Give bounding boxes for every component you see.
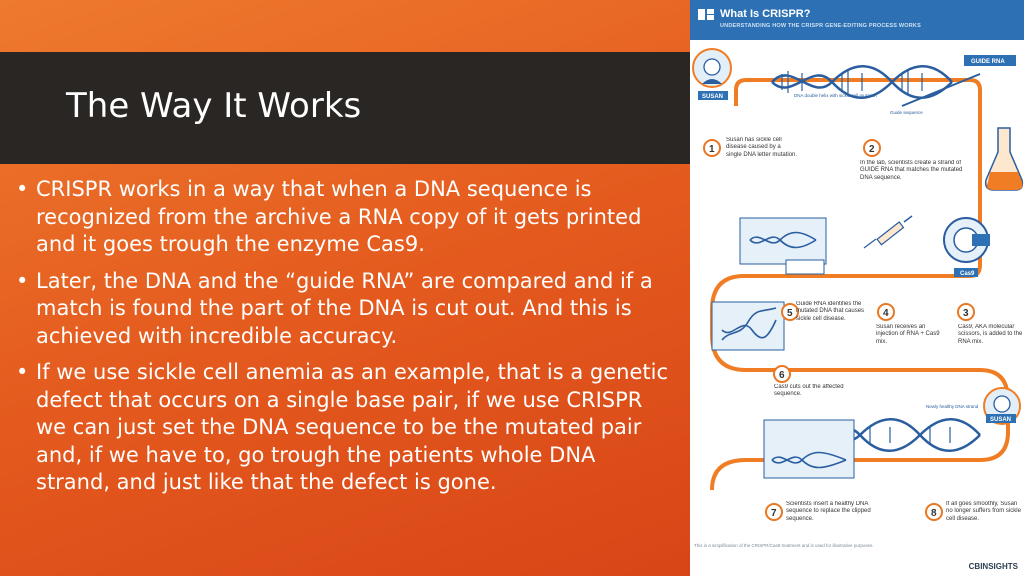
svg-text:4: 4 xyxy=(883,308,889,319)
svg-text:8: 8 xyxy=(931,508,937,519)
cbinsights-brand: CBINSIGHTS xyxy=(968,562,1018,571)
syringe-icon xyxy=(863,215,913,249)
susan-healthy-tag-label: SUSAN xyxy=(990,417,1011,423)
bullet-list: CRISPR works in a way that when a DNA se… xyxy=(14,176,674,506)
step-7: 7 Scientists insert a healthy DNA sequen… xyxy=(765,501,871,522)
slide-title: The Way It Works xyxy=(66,86,362,126)
susan-tag-label: SUSAN xyxy=(702,94,723,100)
cbinsights-logo-icon xyxy=(698,9,714,20)
step-4: 4 Susan receives an injection of RNA + C… xyxy=(876,303,940,345)
lab-flask-icon xyxy=(984,127,1024,191)
step-3-text: Cas9, AKA molecular scissors, is added t… xyxy=(958,324,1023,345)
guide-rna-tag-label: GUIDE RNA xyxy=(971,59,1005,65)
step-5-text: Guide RNA identifies the mutated DNA tha… xyxy=(796,301,865,322)
guide-rna-strand xyxy=(901,73,981,107)
title-band xyxy=(0,52,690,164)
bullet-item: Later, the DNA and the “guide RNA” are c… xyxy=(14,268,674,351)
dna-match-panel xyxy=(711,301,785,351)
step-8: 8 If all goes smoothly, Susan no longer … xyxy=(925,501,1021,522)
infographic-title: What Is CRISPR? xyxy=(720,8,811,20)
susan-tag xyxy=(698,91,728,100)
svg-text:1: 1 xyxy=(709,144,715,155)
step-2: 2 In the lab, scientists create a strand… xyxy=(860,139,963,181)
bullet-item: If we use sickle cell anemia as an examp… xyxy=(14,359,674,497)
healthy-dna-label: Newly healthy DNA strand xyxy=(926,404,979,409)
dna-cut-panel xyxy=(739,217,827,275)
step-3: 3 Cas9, AKA molecular scissors, is added… xyxy=(957,303,1023,345)
svg-text:7: 7 xyxy=(771,508,777,519)
cas9-scissors-icon xyxy=(943,217,990,263)
svg-text:5: 5 xyxy=(787,308,793,319)
step-5: 5 Guide RNA identifies the mutated DNA t… xyxy=(781,301,865,322)
step-8-text: If all goes smoothly, Susan no longer su… xyxy=(946,501,1021,522)
step-2-text: In the lab, scientists create a strand o… xyxy=(860,160,963,181)
step-1: 1 Susan has sickle cell disease caused b… xyxy=(703,137,798,158)
bullet-item: CRISPR works in a way that when a DNA se… xyxy=(14,176,674,259)
step-7-text: Scientists insert a healthy DNA sequence… xyxy=(786,501,871,522)
dna-helix-label: DNA double helix with sickle cell mutati… xyxy=(794,93,877,98)
crispr-process-diagram: DNA double helix with sickle cell mutati… xyxy=(692,48,1024,522)
susan-avatar-icon xyxy=(692,48,732,88)
susan-healthy-tag xyxy=(986,414,1016,423)
svg-text:2: 2 xyxy=(869,144,875,155)
infographic-footnote: This is a simplification of the CRISPR/C… xyxy=(694,543,874,548)
svg-text:3: 3 xyxy=(963,308,969,319)
step-4-text: Susan receives an injection of RNA + Cas… xyxy=(876,324,940,345)
infographic-header: What Is CRISPR? UNDERSTANDING HOW THE CR… xyxy=(690,0,1024,40)
guide-rna-tag xyxy=(964,55,1016,66)
infographic-subtitle: UNDERSTANDING HOW THE CRISPR GENE-EDITIN… xyxy=(720,23,921,29)
cas9-tag xyxy=(954,268,978,277)
dna-insert-panel xyxy=(763,419,855,479)
crispr-infographic: What Is CRISPR? UNDERSTANDING HOW THE CR… xyxy=(690,0,1024,576)
svg-text:6: 6 xyxy=(779,370,785,381)
step-6-text: Cas9 cuts out the affected sequence. xyxy=(774,384,844,398)
guide-sequence-label: Guide sequence xyxy=(890,110,923,115)
dna-helix-mutated xyxy=(771,65,953,99)
step-1-text: Susan has sickle cell disease caused by … xyxy=(726,137,798,158)
cas9-tag-label: Cas9 xyxy=(960,271,975,277)
step-6: 6 Cas9 cuts out the affected sequence. xyxy=(773,365,844,398)
